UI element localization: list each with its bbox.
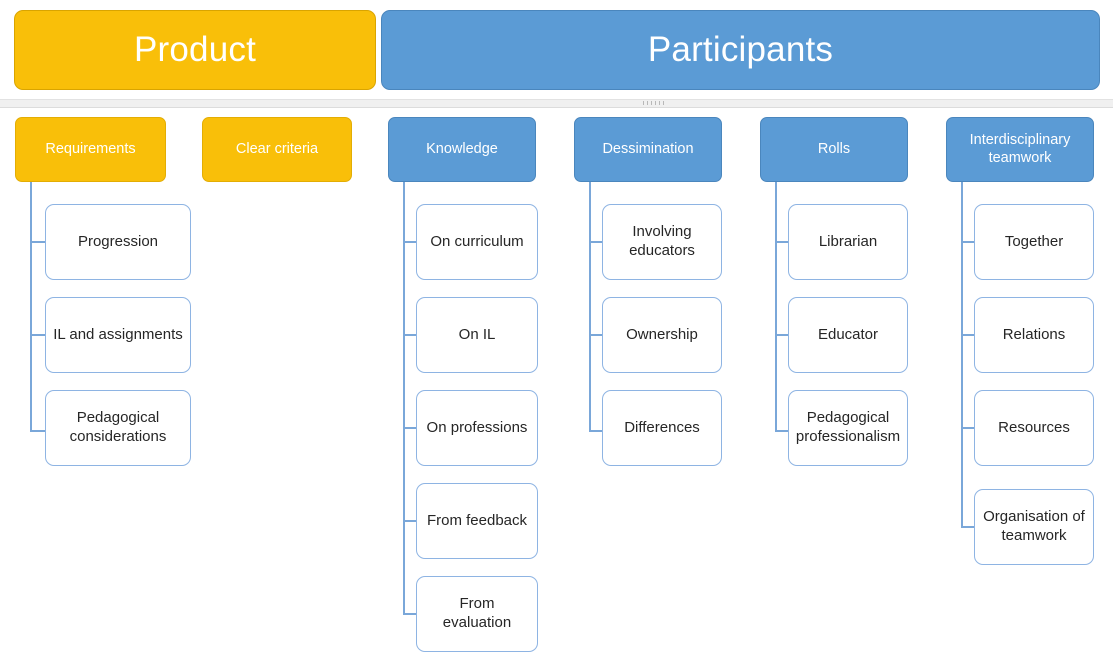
leaf-label: Differences	[624, 418, 700, 436]
connector-stub	[961, 241, 975, 243]
connector-stub	[775, 334, 789, 336]
pane-splitter[interactable]	[0, 99, 1113, 108]
leaf-box-pedagogical-professionalism[interactable]: Pedagogical professionalism	[788, 390, 908, 466]
leaf-box-on-curriculum[interactable]: On curriculum	[416, 204, 538, 280]
connector-stub	[403, 427, 417, 429]
connector-stub	[961, 526, 975, 528]
leaf-label: Resources	[998, 418, 1070, 436]
connector-stub	[775, 241, 789, 243]
connector-stub	[589, 241, 603, 243]
category-label-rolls: Rolls	[817, 140, 851, 157]
leaf-label: From evaluation	[442, 595, 512, 631]
leaf-label: Educator	[817, 325, 879, 343]
leaf-label: IL and assignments	[53, 325, 183, 343]
leaf-label: Together	[1004, 232, 1064, 250]
category-box-dessimination[interactable]: Dessimination	[574, 117, 722, 182]
leaf-box-relations[interactable]: Relations	[974, 297, 1094, 373]
leaf-label: Pedagogical professionalism	[795, 409, 901, 445]
leaf-label: Relations	[1002, 325, 1066, 343]
leaf-box-organisation-of-teamwork[interactable]: Organisation of teamwork	[974, 489, 1094, 565]
header-bar-participants[interactable]: Participants	[381, 10, 1100, 90]
connector-stub	[775, 430, 789, 432]
header-bar-product-label: Product	[133, 29, 257, 69]
leaf-label: On professions	[426, 418, 528, 436]
leaf-box-on-professions[interactable]: On professions	[416, 390, 538, 466]
connector-stub	[403, 520, 417, 522]
leaf-box-on-il[interactable]: On IL	[416, 297, 538, 373]
category-box-clear-criteria[interactable]: Clear criteria	[202, 117, 352, 182]
category-box-interdisciplinary-teamwork[interactable]: Interdisciplinary teamwork	[946, 117, 1094, 182]
splitter-grip-icon	[643, 101, 665, 105]
leaf-label: Pedagogical considerations	[69, 409, 167, 445]
leaf-label: Progression	[77, 232, 159, 250]
connector-trunk-knowledge	[403, 182, 405, 614]
category-label-dessimination: Dessimination	[602, 140, 694, 157]
connector-stub	[30, 334, 46, 336]
header-bar-participants-label: Participants	[647, 29, 834, 69]
leaf-box-together[interactable]: Together	[974, 204, 1094, 280]
leaf-label: Organisation of teamwork	[983, 508, 1085, 544]
category-label-knowledge: Knowledge	[426, 140, 498, 157]
connector-stub	[403, 613, 417, 615]
leaf-box-resources[interactable]: Resources	[974, 390, 1094, 466]
leaf-label: Librarian	[818, 232, 878, 250]
connector-stub	[961, 427, 975, 429]
leaf-box-librarian[interactable]: Librarian	[788, 204, 908, 280]
category-label-interdisciplinary-teamwork: Interdisciplinary teamwork	[969, 132, 1071, 166]
leaf-box-il-and-assignments[interactable]: IL and assignments	[45, 297, 191, 373]
leaf-label: From feedback	[426, 511, 528, 529]
category-box-rolls[interactable]: Rolls	[760, 117, 908, 182]
category-label-clear-criteria: Clear criteria	[235, 140, 319, 157]
connector-trunk-requirements	[30, 182, 32, 431]
connector-trunk-rolls	[775, 182, 777, 431]
leaf-box-progression[interactable]: Progression	[45, 204, 191, 280]
leaf-box-ownership[interactable]: Ownership	[602, 297, 722, 373]
leaf-label: On curriculum	[430, 232, 524, 250]
connector-trunk-dessimination	[589, 182, 591, 431]
connector-stub	[403, 241, 417, 243]
leaf-box-differences[interactable]: Differences	[602, 390, 722, 466]
leaf-box-pedagogical-considerations[interactable]: Pedagogical considerations	[45, 390, 191, 466]
category-box-knowledge[interactable]: Knowledge	[388, 117, 536, 182]
leaf-label: Ownership	[626, 325, 698, 343]
connector-stub	[589, 334, 603, 336]
leaf-box-from-feedback[interactable]: From feedback	[416, 483, 538, 559]
leaf-box-involving-educators[interactable]: Involving educators	[602, 204, 722, 280]
connector-stub	[403, 334, 417, 336]
leaf-label: On IL	[458, 325, 496, 343]
leaf-label: Involving educators	[629, 223, 695, 259]
category-box-requirements[interactable]: Requirements	[15, 117, 166, 182]
connector-stub	[30, 241, 46, 243]
connector-trunk-interdisciplinary-teamwork	[961, 182, 963, 527]
connector-stub	[30, 430, 46, 432]
connector-stub	[589, 430, 603, 432]
leaf-box-educator[interactable]: Educator	[788, 297, 908, 373]
header-bar-product[interactable]: Product	[14, 10, 376, 90]
leaf-box-from-evaluation[interactable]: From evaluation	[416, 576, 538, 652]
category-label-requirements: Requirements	[45, 140, 136, 157]
connector-stub	[961, 334, 975, 336]
